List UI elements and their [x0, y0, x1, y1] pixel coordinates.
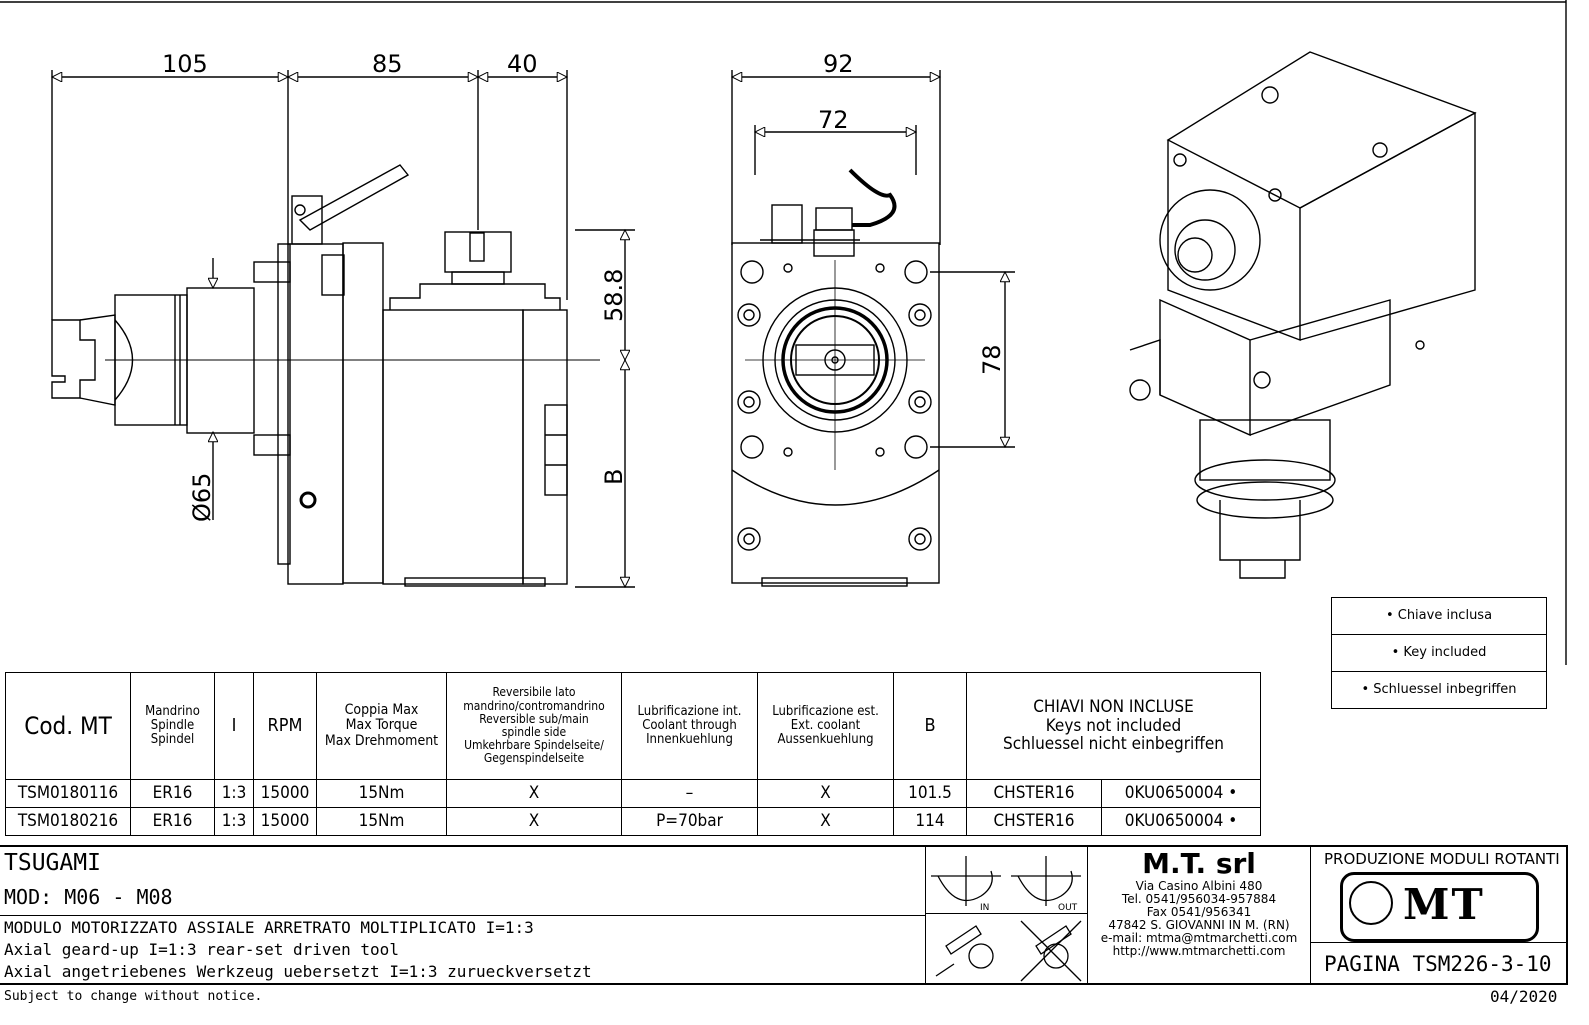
- machine-name: TSUGAMI: [4, 850, 101, 876]
- company-name: M.T. srl: [1142, 847, 1256, 880]
- dim-phi65: Ø65: [188, 473, 216, 522]
- description-en: Axial geard-up I=1:3 rear-set driven too…: [4, 940, 399, 959]
- cell-torque: 15Nm: [316, 779, 447, 808]
- company-address: Via Casino Albini 480: [1135, 879, 1263, 893]
- cell-b: 101.5: [893, 779, 967, 808]
- cell-cod: TSM0180116: [5, 779, 131, 808]
- cell-ratio: 1:3: [214, 779, 254, 808]
- cell-reversible: X: [446, 779, 622, 808]
- dim-40: 40: [507, 50, 538, 78]
- company-fax: Fax 0541/956341: [1146, 905, 1252, 919]
- cell-spindle: ER16: [130, 779, 215, 808]
- dim-105: 105: [162, 50, 208, 78]
- header-b: B: [893, 672, 967, 780]
- cell-key1: CHSTER16: [966, 807, 1102, 836]
- logo-text: MT: [1403, 880, 1485, 929]
- cell-b: 114: [893, 807, 967, 836]
- company-info: M.T. srl Via Casino Albini 480 Tel. 0541…: [1088, 848, 1310, 958]
- key-legend-it: • Chiave inclusa: [1332, 598, 1546, 635]
- dim-58-8: 58.8: [600, 269, 628, 322]
- cell-coolant-ext: X: [757, 807, 894, 836]
- dim-b: B: [600, 469, 628, 485]
- cell-coolant-int: –: [621, 779, 758, 808]
- cell-cod: TSM0180216: [5, 807, 131, 836]
- page-code: PAGINA TSM226-3-10: [1324, 952, 1552, 976]
- company-city: 47842 S. GIOVANNI IN M. (RN): [1108, 918, 1290, 932]
- company-email: e-mail: mtma@mtmarchetti.com: [1100, 931, 1298, 945]
- cell-coolant-ext: X: [757, 779, 894, 808]
- description-it: MODULO MOTORIZZATO ASSIALE ARRETRATO MOL…: [4, 918, 534, 937]
- header-rpm: RPM: [253, 672, 317, 780]
- table-row: TSM0180116 ER16 1:3 15000 15Nm X – X 101…: [5, 779, 1261, 808]
- key-legend-box: • Chiave inclusa • Key included • Schlue…: [1331, 597, 1547, 709]
- company-web: http://www.mtmarchetti.com: [1112, 944, 1286, 958]
- cell-coolant-int: P=70bar: [621, 807, 758, 836]
- dim-72: 72: [818, 106, 849, 134]
- mt-logo: MT: [1340, 872, 1539, 942]
- dim-92: 92: [823, 50, 854, 78]
- cell-rpm: 15000: [253, 779, 317, 808]
- side-view: [52, 70, 635, 587]
- notice-text: Subject to change without notice.: [4, 989, 263, 1004]
- dim-78: 78: [978, 344, 1006, 375]
- cell-rpm: 15000: [253, 807, 317, 836]
- rotation-symbols: IN OUT: [931, 856, 1082, 982]
- company-tel: Tel. 0541/956034-957884: [1121, 892, 1277, 906]
- description-de: Axial angetriebenes Werkzeug uebersetzt …: [4, 962, 592, 981]
- cell-ratio: 1:3: [214, 807, 254, 836]
- header-cod: Cod. MT: [5, 672, 131, 780]
- header-ratio: I: [214, 672, 254, 780]
- key-legend-de: • Schluessel inbegriffen: [1361, 682, 1517, 697]
- revision-date: 04/2020: [1490, 987, 1558, 1006]
- cell-key1: CHSTER16: [966, 779, 1102, 808]
- rotation-out-label: OUT: [1058, 903, 1078, 913]
- logo-module-icon: [1349, 881, 1393, 925]
- cell-key2: 0KU0650004 •: [1101, 807, 1261, 836]
- rotation-in-label: IN: [980, 903, 989, 913]
- cell-spindle: ER16: [130, 807, 215, 836]
- model-label: MOD: M06 - M08: [4, 885, 173, 909]
- technical-drawing: 105 85 40 92 72 58.8 B 78 Ø65: [0, 0, 1567, 665]
- section-label: PRODUZIONE MODULI ROTANTI: [1324, 850, 1560, 868]
- cell-torque: 15Nm: [316, 807, 447, 836]
- key-legend-en: • Key included: [1332, 635, 1546, 672]
- dim-85: 85: [372, 50, 403, 78]
- isometric-view: [1129, 51, 1477, 579]
- cell-reversible: X: [446, 807, 622, 836]
- front-view: [732, 70, 1015, 587]
- table-row: TSM0180216 ER16 1:3 15000 15Nm X P=70bar…: [5, 807, 1261, 836]
- cell-key2: 0KU0650004 •: [1101, 779, 1261, 808]
